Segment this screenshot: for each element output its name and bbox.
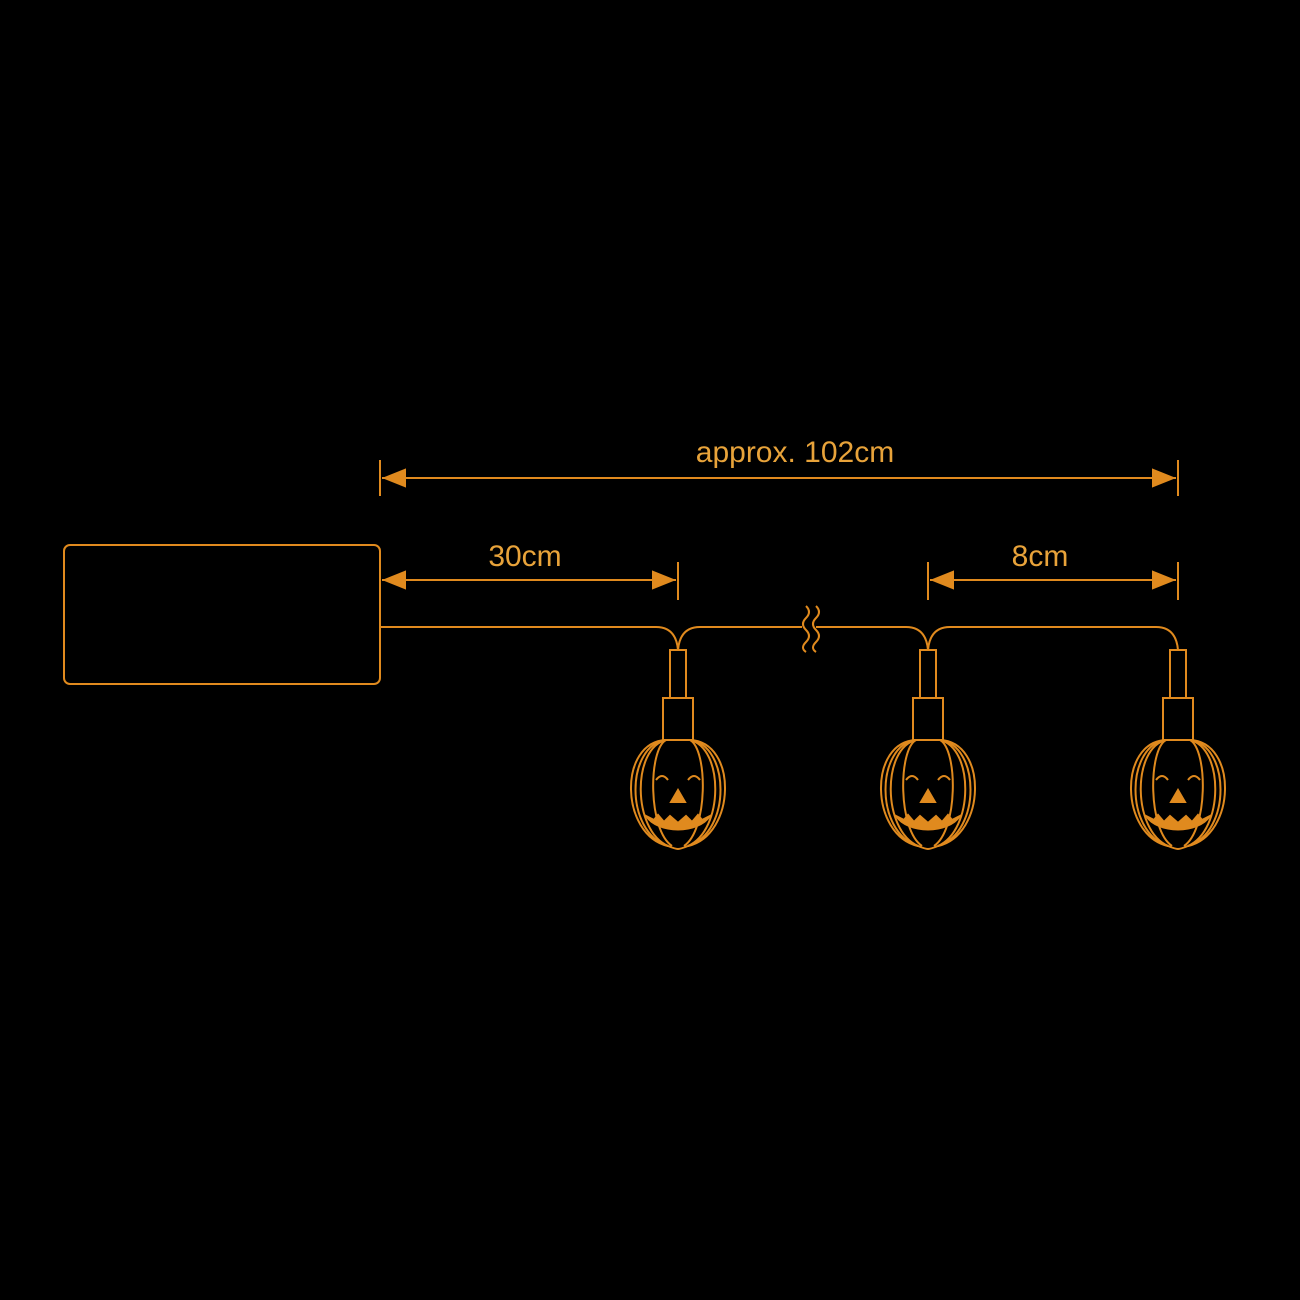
- wire: [380, 626, 1179, 651]
- dimension-lead-label: 30cm: [488, 540, 561, 573]
- dimension-total: [379, 460, 1179, 496]
- pumpkin-light-3: [1129, 649, 1227, 850]
- pumpkin-light-2: [879, 649, 977, 850]
- dimension-lead: [382, 562, 679, 600]
- pumpkin-light-1: [629, 649, 727, 850]
- dimension-spacing-label: 8cm: [1012, 540, 1069, 573]
- dimension-spacing: [927, 562, 1179, 600]
- battery-box: [63, 544, 381, 685]
- dimension-total-label: approx. 102cm: [696, 436, 894, 469]
- wire-break-symbol: [802, 605, 820, 653]
